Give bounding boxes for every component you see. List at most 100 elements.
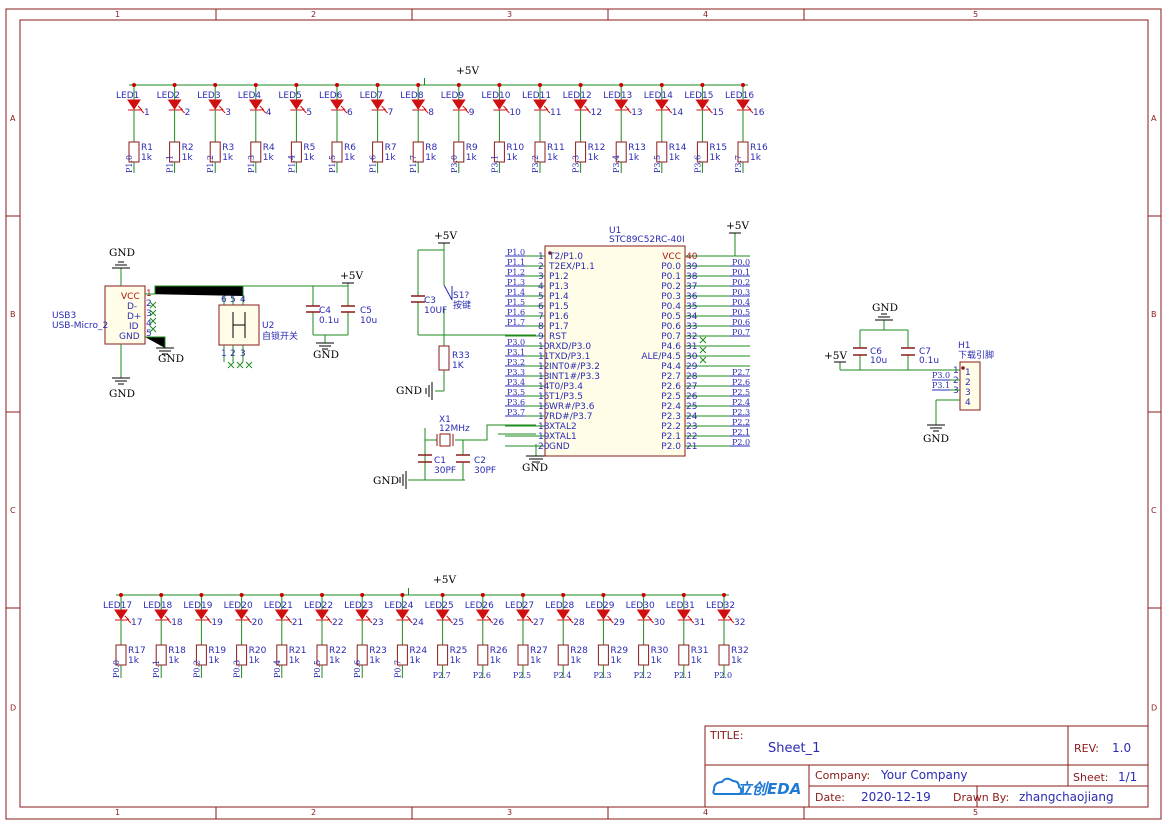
vcc-label-bottom: +5V bbox=[433, 574, 456, 586]
usb-name: USB-Micro_2 bbox=[52, 321, 108, 331]
resistor-ref: R27 bbox=[530, 646, 548, 656]
resistor-value: 1k bbox=[506, 153, 518, 163]
mcu-pin-num: 19 bbox=[538, 432, 550, 442]
led-pin-num: 30 bbox=[654, 618, 666, 628]
c3-ref: C3 bbox=[424, 296, 436, 306]
h1-pin-4: 4 bbox=[965, 398, 971, 408]
gnd-label-header-top: GND bbox=[872, 302, 898, 314]
mcu-pin-num: 10 bbox=[538, 342, 550, 352]
resistor-ref: R14 bbox=[669, 143, 687, 153]
zone-col-top: 2 bbox=[311, 10, 316, 19]
zone-col-top: 5 bbox=[973, 10, 978, 19]
mcu-pin-name: XTAL1 bbox=[549, 432, 577, 442]
led-symbol bbox=[475, 609, 490, 620]
mcu-pin-num: 3 bbox=[538, 272, 544, 282]
led-symbol bbox=[614, 99, 629, 110]
mcu-net-label: P3.0 bbox=[507, 338, 525, 347]
resistor-ref: R32 bbox=[731, 646, 749, 656]
resistor-value: 1k bbox=[570, 656, 582, 666]
led-symbol bbox=[676, 609, 691, 620]
led-symbol bbox=[289, 99, 304, 110]
mcu-pin-name: RXD/P3.0 bbox=[549, 342, 591, 352]
resistor-ref: R25 bbox=[450, 646, 468, 656]
resistor-value: 1k bbox=[141, 153, 153, 163]
led-ref: LED29 bbox=[585, 601, 614, 611]
net-label: P0.0 bbox=[112, 660, 121, 678]
resistor-ref: R13 bbox=[628, 143, 646, 153]
led-pin-num: 25 bbox=[453, 618, 464, 628]
led-ref: LED14 bbox=[644, 91, 673, 101]
mcu-pin-name: P0.1 bbox=[661, 272, 681, 282]
led-pin-num: 14 bbox=[672, 108, 684, 118]
led-pin-num: 18 bbox=[171, 618, 183, 628]
led-pin-num: 32 bbox=[734, 618, 745, 628]
resistor-ref: R4 bbox=[263, 143, 275, 153]
mcu-pin-name: T2/P1.0 bbox=[548, 252, 583, 262]
mcu-net-label: P0.5 bbox=[732, 308, 750, 317]
mcu-pin-num: 29 bbox=[686, 362, 698, 372]
resistor-ref: R31 bbox=[691, 646, 709, 656]
led-symbol bbox=[234, 609, 249, 620]
vcc-label-top: +5V bbox=[456, 65, 479, 77]
net-label: P0.4 bbox=[273, 660, 282, 678]
led-row-top: LED11R11kP1.0LED22R21kP1.1LED33R31kP1.2L… bbox=[116, 78, 768, 173]
vcc-label-header: +5V bbox=[824, 350, 847, 362]
net-label: P1.1 bbox=[166, 155, 175, 173]
led-symbol bbox=[654, 99, 669, 110]
led-symbol bbox=[695, 99, 710, 110]
led-pin-num: 8 bbox=[428, 108, 434, 118]
resistor-symbol bbox=[437, 644, 449, 666]
mcu-pin-num: 7 bbox=[538, 312, 544, 322]
resistor-value: 1k bbox=[466, 153, 478, 163]
x1-ref: X1 bbox=[439, 415, 451, 425]
reset-circuit: +5V GND C3 10UF S1? 按键 R33 1K bbox=[396, 230, 536, 400]
mcu-pin-num: 23 bbox=[686, 422, 697, 432]
mcu-net-label: P1.7 bbox=[507, 318, 525, 327]
title-block: TITLE: Sheet_1 REV: 1.0 立创EDA Company: Y… bbox=[704, 725, 1149, 808]
zone-col-bottom: 1 bbox=[115, 808, 120, 817]
h1-name: 下载引脚 bbox=[958, 349, 994, 361]
u2-pin-1: 1 bbox=[221, 349, 227, 359]
mcu-pin-name: P4.4 bbox=[661, 362, 681, 372]
resistor-ref: R23 bbox=[369, 646, 387, 656]
mcu-pin-num: 37 bbox=[686, 282, 697, 292]
rev-value: 1.0 bbox=[1112, 741, 1131, 755]
led-symbol bbox=[636, 609, 651, 620]
mcu-net-label: P3.1 bbox=[507, 348, 525, 357]
resistor-ref: R1 bbox=[141, 143, 153, 153]
usb-pin-num-4: 4 bbox=[146, 319, 152, 329]
mcu-net-label: P1.3 bbox=[507, 278, 525, 287]
resistor-ref: R19 bbox=[208, 646, 226, 656]
mcu-net-label: P1.6 bbox=[507, 308, 525, 317]
led-symbol bbox=[492, 99, 507, 110]
resistor-value: 1k bbox=[651, 656, 663, 666]
led-ref: LED31 bbox=[666, 601, 695, 611]
net-label: P2.4 bbox=[553, 671, 571, 680]
resistor-ref: R3 bbox=[222, 143, 234, 153]
net-label: P0.7 bbox=[393, 660, 402, 678]
resistor-value: 1k bbox=[222, 153, 234, 163]
mcu-pin-name: RST bbox=[549, 332, 567, 342]
mcu-pin-num: 2 bbox=[538, 262, 544, 272]
c7-value: 0.1u bbox=[919, 356, 939, 366]
led-pin-num: 17 bbox=[131, 618, 142, 628]
net-label: P0.5 bbox=[313, 660, 322, 678]
resistor-ref: R22 bbox=[329, 646, 347, 656]
led-row-bottom: LED1717R171kP0.0LED1818R181kP0.1LED1919R… bbox=[103, 588, 749, 680]
mcu-pin-num: 33 bbox=[686, 322, 697, 332]
mcu-pin-name: P1.2 bbox=[549, 272, 569, 282]
led-ref: LED25 bbox=[425, 601, 454, 611]
h1-pin-2: 2 bbox=[965, 378, 971, 388]
mcu-pin-name: ALE/P4.5 bbox=[641, 352, 681, 362]
usb-pin-num-3: 3 bbox=[146, 309, 152, 319]
led-symbol bbox=[154, 609, 169, 620]
net-label: P1.7 bbox=[409, 155, 418, 173]
mcu-pin-name: INT0#/P3.2 bbox=[549, 362, 600, 372]
mcu-net-label: P2.4 bbox=[732, 398, 750, 407]
led-symbol bbox=[596, 609, 611, 620]
resistor-value: 1k bbox=[385, 153, 397, 163]
mcu-pin-num: 34 bbox=[686, 312, 698, 322]
zone-col-top: 3 bbox=[507, 10, 512, 19]
resistor-ref: R21 bbox=[289, 646, 307, 656]
resistor-ref: R16 bbox=[750, 143, 768, 153]
